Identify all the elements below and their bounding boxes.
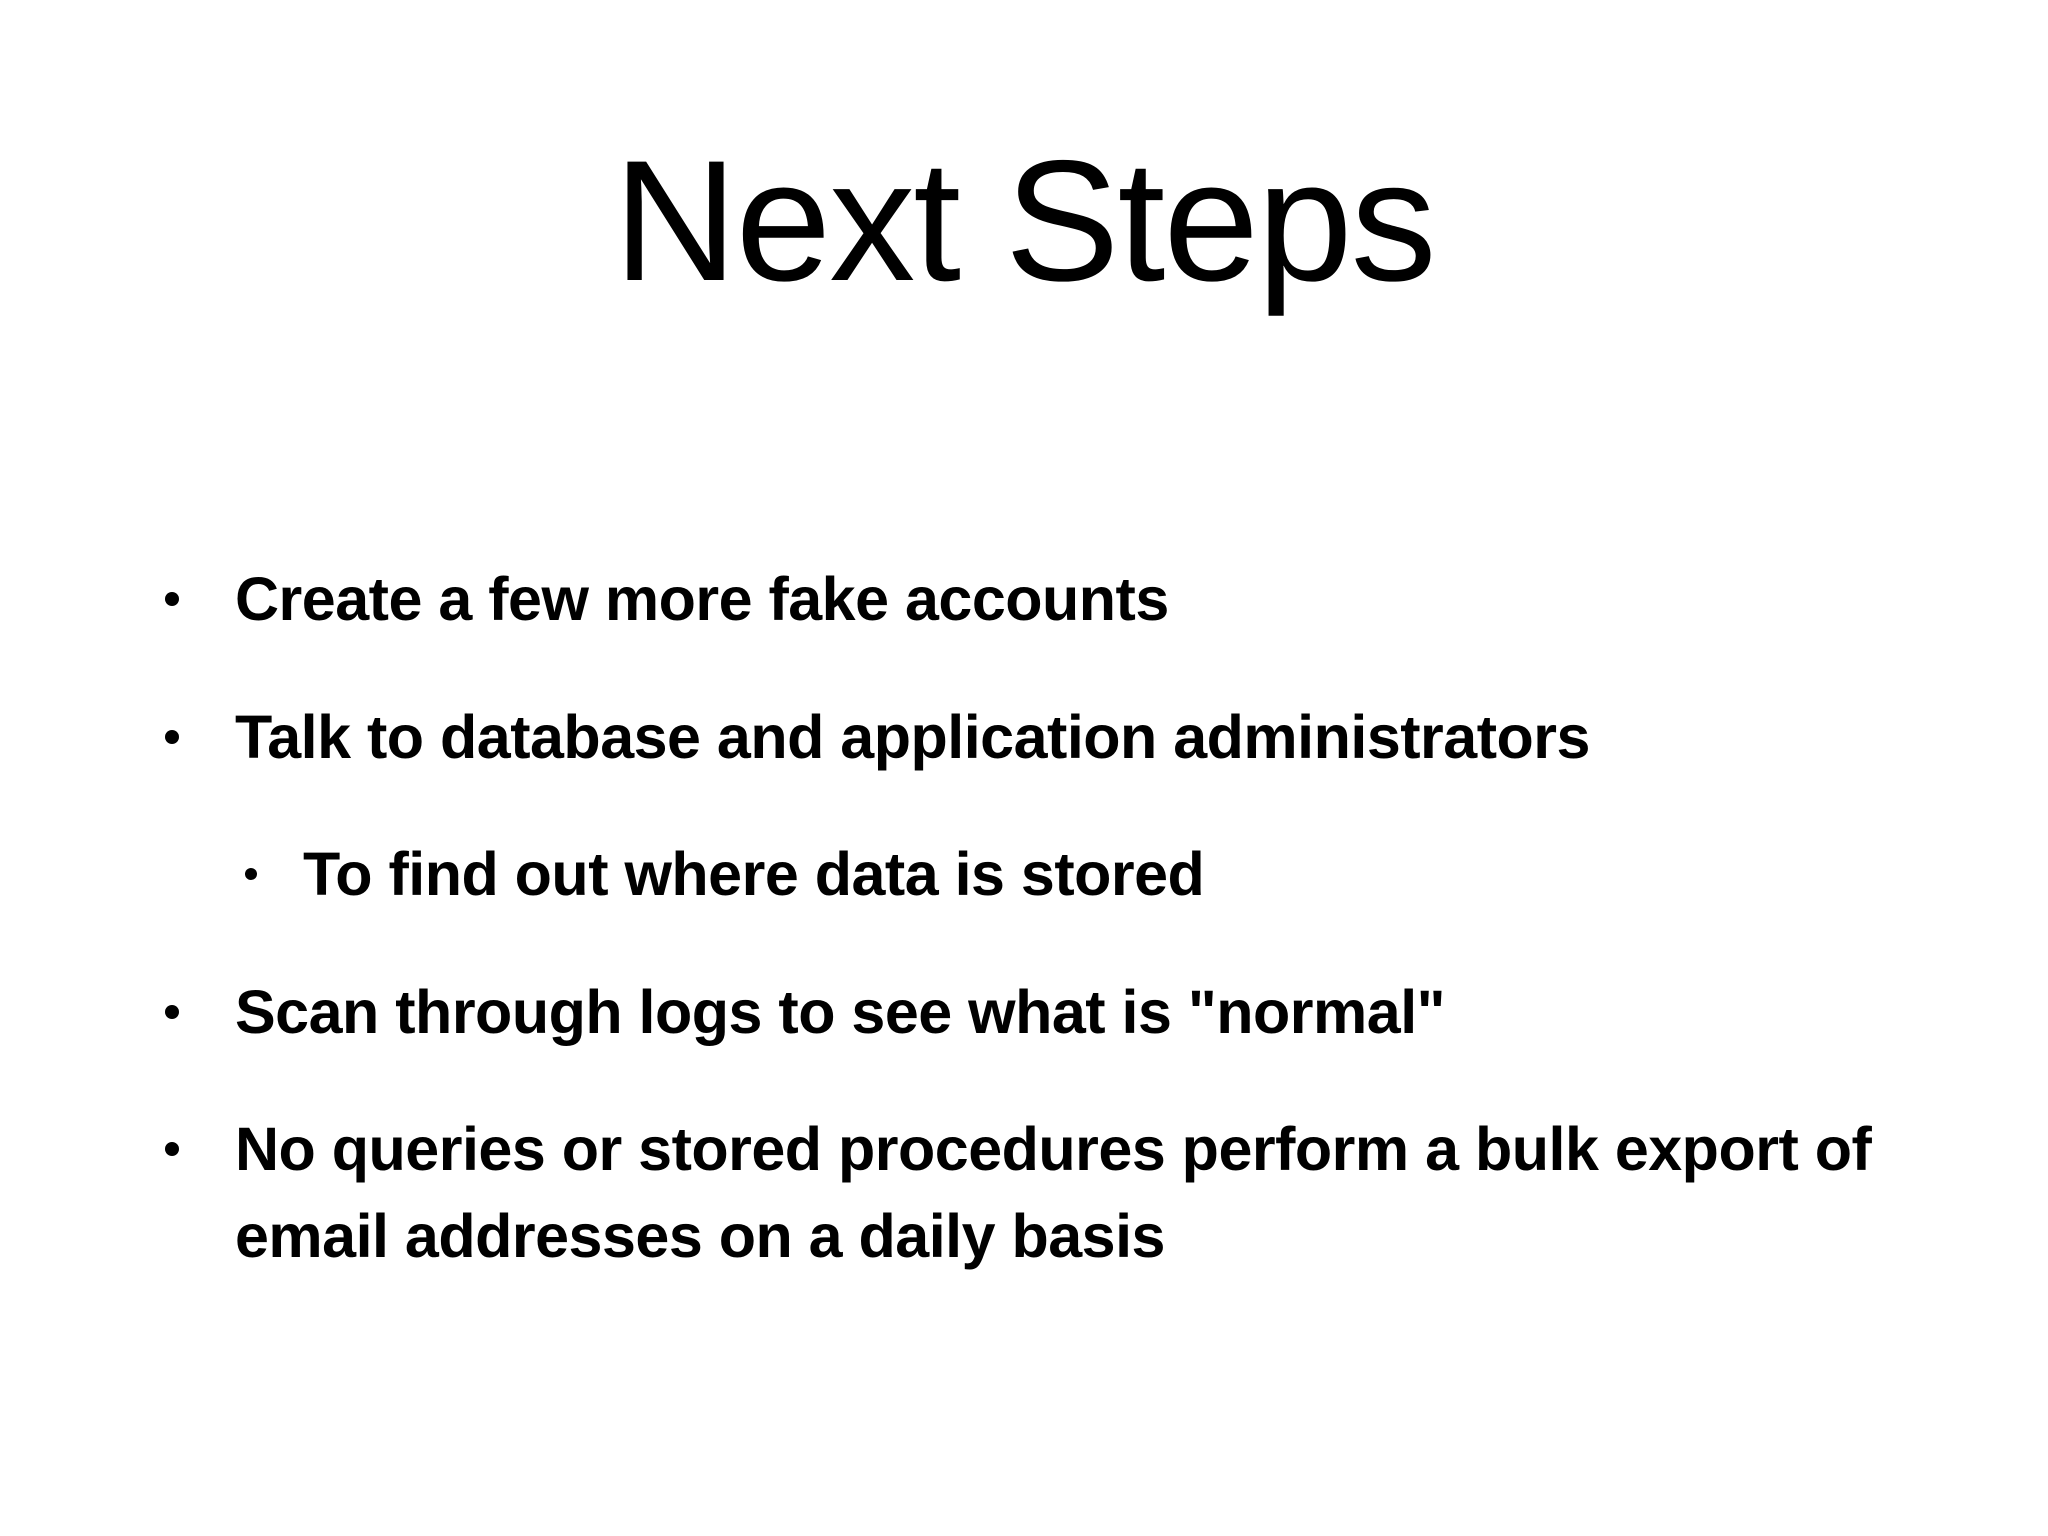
bullet-item: No queries or stored procedures perform … — [165, 1106, 1938, 1279]
bullet-dot-icon — [165, 729, 179, 744]
bullet-text: Talk to database and application adminis… — [235, 702, 1590, 771]
bullet-dot-icon — [165, 1142, 179, 1157]
bullet-item: Talk to database and application adminis… — [165, 694, 1938, 781]
bullet-dot-icon — [245, 868, 257, 881]
bullet-dot-icon — [165, 592, 179, 606]
bullet-text: No queries or stored procedures perform … — [235, 1115, 1872, 1271]
bullet-item: To find out where data is stored — [245, 831, 1938, 918]
bullet-text: To find out where data is stored — [303, 840, 1205, 909]
bullet-item: Create a few more fake accounts — [165, 556, 1938, 643]
bullet-text: Create a few more fake accounts — [235, 565, 1169, 633]
bullet-text: Scan through logs to see what is "normal… — [235, 977, 1446, 1046]
bullet-dot-icon — [165, 1004, 179, 1019]
bullet-item: Scan through logs to see what is "normal… — [165, 969, 1938, 1056]
slide-title: Next Steps — [613, 125, 1436, 317]
